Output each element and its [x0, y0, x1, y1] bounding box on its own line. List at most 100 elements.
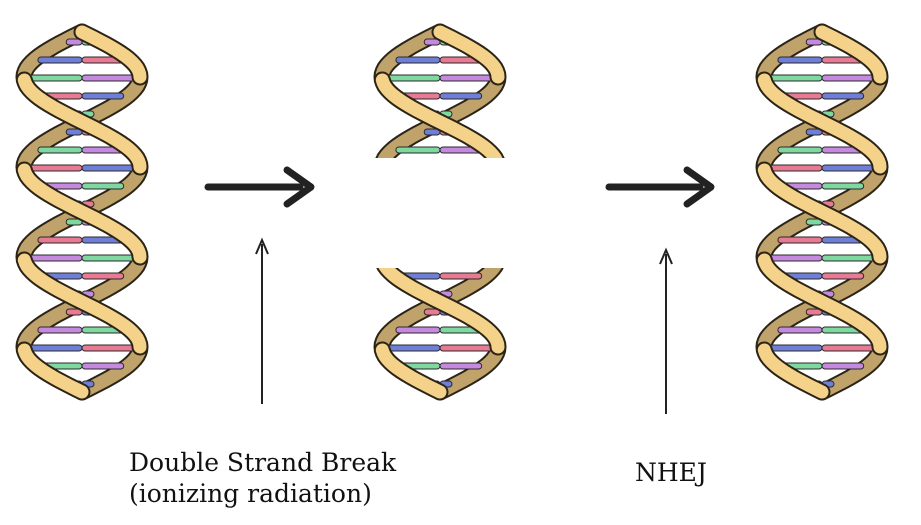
base-pair-half: [27, 74, 83, 82]
backbone-strand-front: [378, 268, 505, 354]
backbone-strand-front-outline: [382, 170, 498, 257]
base-pair-half: [440, 237, 484, 243]
backbone-strand-front: [75, 25, 147, 84]
backbone-strand-front: [17, 253, 147, 354]
base-pair-half: [395, 326, 441, 334]
base-pair-half: [398, 183, 440, 189]
base-pair-half: [440, 219, 456, 225]
base-pair-half: [395, 56, 441, 64]
backbone-strand-back: [382, 170, 498, 257]
backbone-strand-front: [17, 73, 147, 174]
base-pair-half: [81, 362, 125, 370]
base-pair-half: [767, 74, 823, 82]
backbone-strand-back: [75, 343, 147, 399]
base-pair-half: [386, 255, 440, 261]
base-pair-half: [767, 164, 823, 172]
backbone-strand-back: [382, 170, 498, 257]
base-pair-half: [396, 237, 440, 243]
base-pair-half: [440, 219, 456, 225]
backbone-strand-back-outline: [382, 170, 498, 257]
base-pair-half: [81, 182, 125, 190]
base-pair-half: [81, 272, 125, 280]
base-pair-half: [27, 164, 83, 172]
base-pair-half: [440, 201, 452, 207]
backbone-strand-front: [815, 25, 887, 84]
backbone-strand-back: [433, 343, 505, 399]
base-pair-half: [440, 183, 482, 189]
double-strand-break-text: Double Strand Break: [129, 448, 397, 477]
base-pair-half: [777, 236, 823, 244]
repair-arrow: [605, 166, 715, 208]
broken-dna-lower-fragment: [373, 165, 507, 401]
backbone-strand-front-outline: [382, 170, 498, 257]
base-pair-half: [440, 255, 494, 261]
base-pair-half: [385, 74, 441, 82]
intact-dna-helix: [15, 23, 149, 401]
base-pair-half: [386, 165, 440, 171]
base-pair-half: [440, 255, 494, 261]
backbone-strand-front: [757, 343, 829, 399]
backbone-strand-front: [382, 170, 498, 257]
backbone-strand-front: [757, 73, 887, 174]
base-pair-half: [821, 254, 877, 262]
base-pair-half: [821, 164, 877, 172]
backbone-strand-front: [757, 253, 887, 354]
base-pair-half: [428, 201, 440, 207]
base-pair-half: [81, 74, 137, 82]
base-pair-half: [439, 74, 495, 82]
base-pair-half: [821, 92, 865, 100]
base-pair-half: [37, 326, 83, 334]
base-pair-half: [27, 344, 83, 352]
base-pair-half: [439, 362, 483, 370]
base-pair-half: [439, 92, 483, 100]
base-pair-half: [37, 236, 83, 244]
base-pair-half: [81, 254, 137, 262]
base-pair-half: [440, 165, 494, 171]
base-pair-half: [385, 344, 441, 352]
base-pair-half: [81, 92, 125, 100]
break-arrow: [204, 166, 315, 208]
base-pair-half: [395, 146, 441, 154]
backbone-strand-front: [17, 163, 147, 264]
base-pair-half: [37, 56, 83, 64]
base-pair-half: [767, 254, 823, 262]
broken-dna-helix: [373, 23, 507, 401]
base-pair-half: [821, 362, 865, 370]
base-pair-half: [81, 164, 137, 172]
backbone-strand-front: [17, 343, 89, 399]
base-pair-half: [777, 146, 823, 154]
base-pair-half: [821, 74, 877, 82]
backbone-strand-front: [375, 343, 447, 399]
backbone-strand-back: [815, 343, 887, 399]
ionizing-radiation-text: (ionizing radiation): [129, 479, 372, 508]
double-strand-break-label: Double Strand Break (ionizing radiation): [129, 447, 396, 509]
base-pair-half: [81, 344, 137, 352]
base-pair-half: [821, 272, 865, 280]
base-pair-half: [37, 146, 83, 154]
base-pair-half: [424, 219, 440, 225]
base-pair-half: [439, 272, 483, 280]
base-pair-half: [386, 255, 440, 261]
repaired-dna-helix: [755, 23, 889, 401]
backbone-strand-front: [375, 73, 503, 158]
base-pair-half: [27, 254, 83, 262]
backbone-strand-front: [433, 25, 505, 84]
nhej-label: NHEJ: [635, 458, 707, 487]
base-pair-half: [424, 219, 440, 225]
radiation-pointer-arrow: [255, 237, 269, 404]
backbone-strand-front: [382, 170, 498, 257]
base-pair-half: [440, 237, 484, 243]
base-pair-half: [386, 165, 440, 171]
base-pair-half: [398, 183, 440, 189]
base-pair-half: [428, 201, 440, 207]
base-pair-half: [821, 344, 877, 352]
base-pair-half: [440, 183, 482, 189]
base-pair-half: [767, 344, 823, 352]
base-pair-half: [440, 201, 452, 207]
base-pair-half: [440, 165, 494, 171]
base-pair-half: [396, 237, 440, 243]
base-pair-half: [777, 326, 823, 334]
base-pair-half: [777, 56, 823, 64]
backbone-strand-front: [757, 163, 887, 264]
